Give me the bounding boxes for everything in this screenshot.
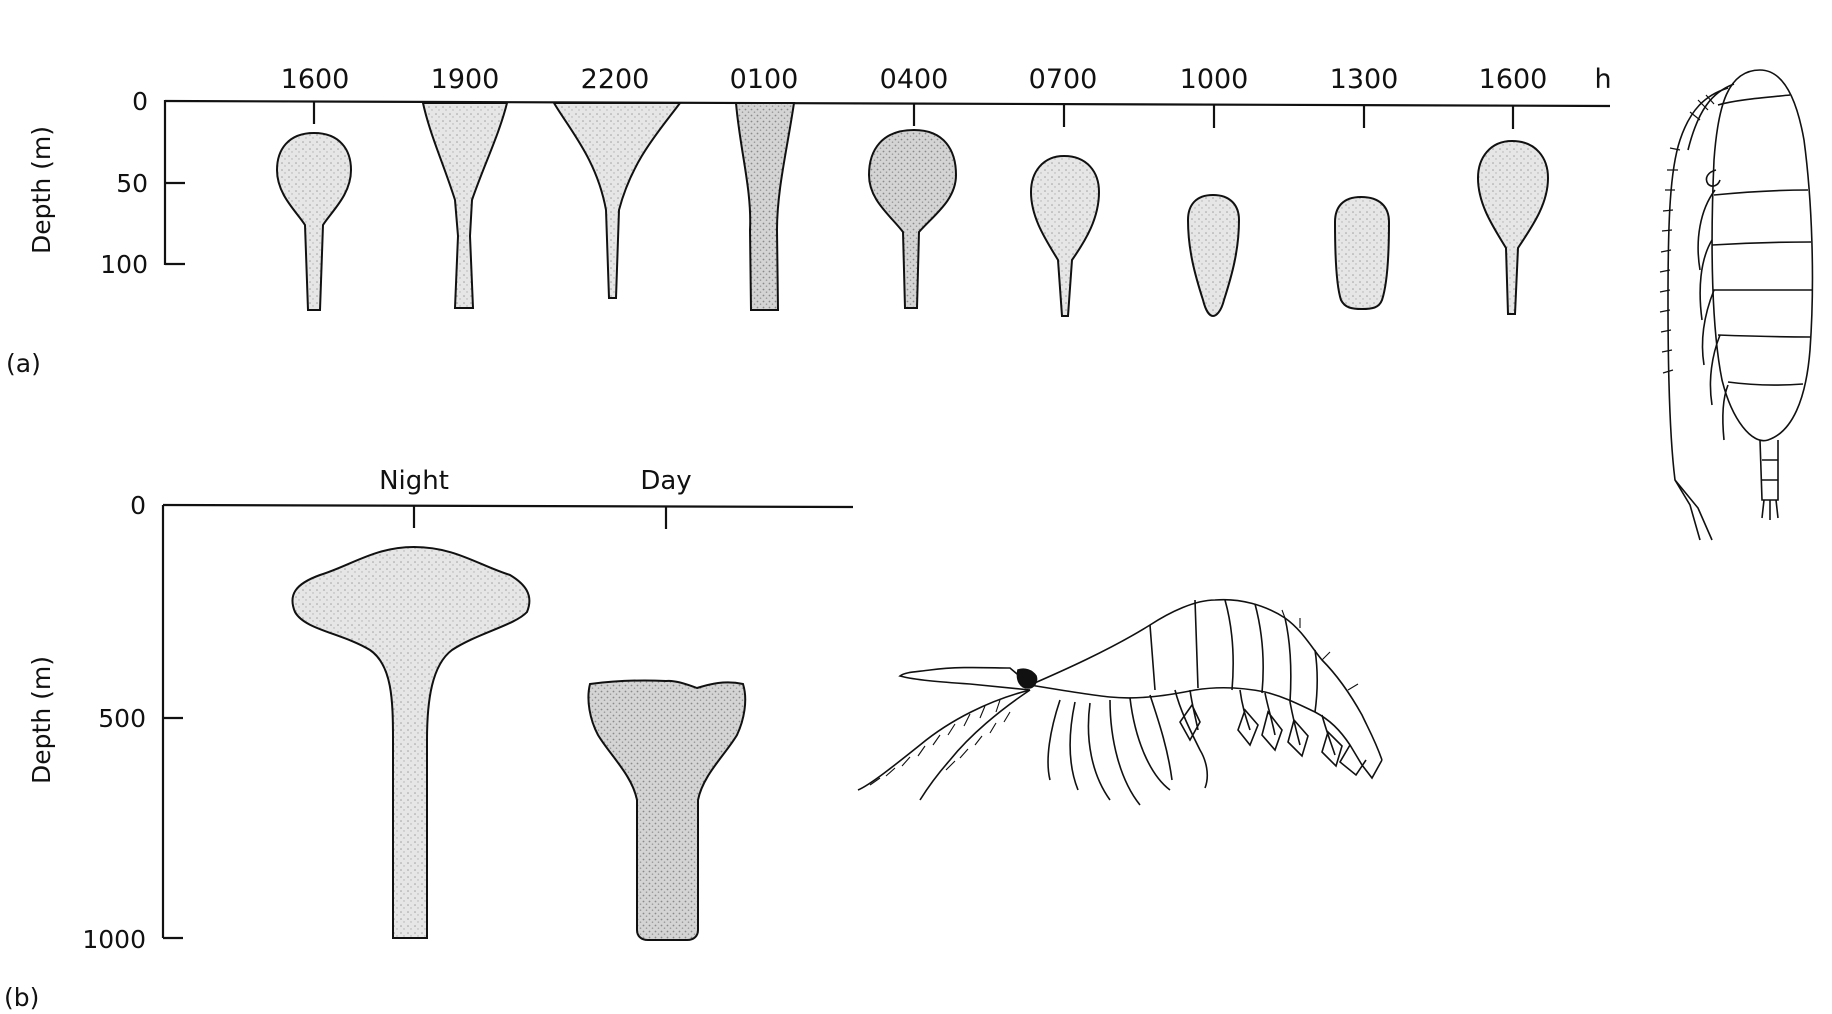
time-label-0700: 0700	[1029, 64, 1098, 95]
day-label: Day	[640, 466, 691, 496]
time-label-0400: 0400	[880, 64, 949, 95]
panel-a-y-tick-100: 100	[100, 250, 148, 279]
distribution-1600a	[275, 131, 353, 311]
panel-a-y-tick-0: 0	[132, 87, 148, 116]
panel-a: 0 50 100 Depth (m) (a) 1600 1900 2200 01…	[6, 64, 1612, 378]
day-distribution	[587, 679, 747, 941]
distribution-1900	[421, 102, 509, 309]
night-label: Night	[379, 466, 449, 496]
distribution-0100	[734, 102, 796, 311]
distribution-0400	[867, 128, 958, 309]
distribution-1300	[1333, 195, 1391, 311]
panel-b-surface-line	[162, 503, 854, 509]
distribution-2200	[552, 102, 682, 299]
panel-a-label: (a)	[6, 349, 41, 378]
time-label-1000: 1000	[1180, 64, 1249, 95]
panel-b: 0 500 1000 Depth (m) (b) Night Day	[4, 466, 854, 1012]
time-label-1600b: 1600	[1479, 64, 1548, 95]
panel-b-y-tick-1000: 1000	[82, 925, 146, 954]
distribution-1000	[1186, 193, 1241, 318]
shrimp-drawing	[857, 598, 1383, 806]
copepod-drawing	[1659, 69, 1814, 541]
panel-b-y-axis-label: Depth (m)	[27, 656, 56, 784]
night-distribution	[291, 545, 531, 939]
panel-b-y-tick-0: 0	[130, 491, 146, 520]
panel-a-y-tick-50: 50	[116, 169, 148, 198]
time-label-1900: 1900	[431, 64, 500, 95]
time-label-1300: 1300	[1330, 64, 1399, 95]
distribution-0700	[1029, 154, 1101, 317]
panel-b-y-tick-500: 500	[98, 704, 146, 733]
distribution-1600b	[1476, 139, 1550, 315]
panel-b-label: (b)	[4, 983, 39, 1012]
panel-a-y-axis-label: Depth (m)	[27, 126, 56, 254]
panel-a-surface-line	[164, 99, 1611, 108]
time-label-2200: 2200	[581, 64, 650, 95]
time-unit-label: h	[1594, 64, 1611, 95]
time-label-1600a: 1600	[281, 64, 350, 95]
time-label-0100: 0100	[730, 64, 799, 95]
